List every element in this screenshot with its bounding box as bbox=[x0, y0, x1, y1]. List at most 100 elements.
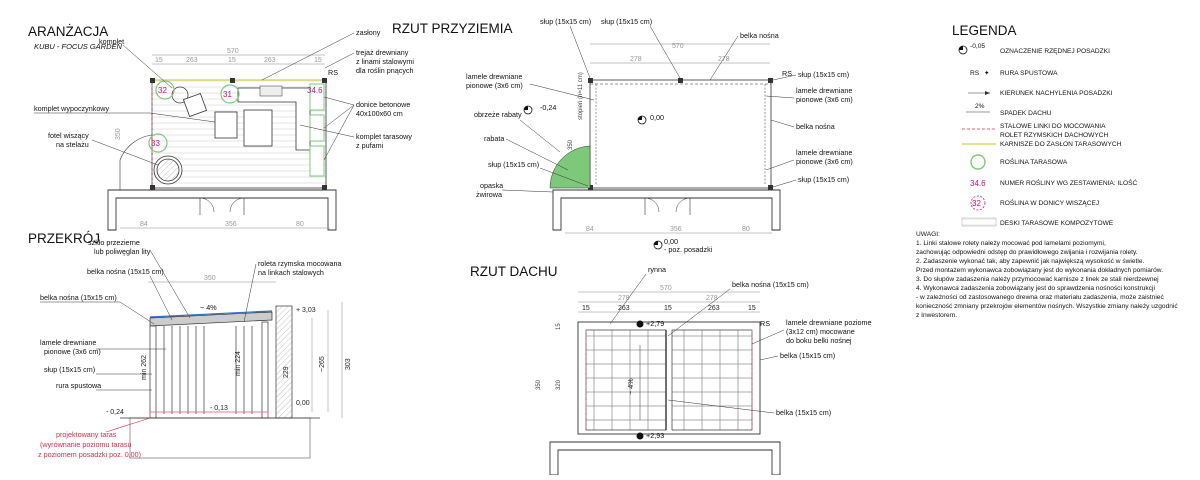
roof-dim-263b: 263 bbox=[708, 305, 720, 312]
roof-dim-278b: 278 bbox=[706, 295, 718, 302]
note-line-1: zachowując odpowiedni odstęp do prawidło… bbox=[916, 249, 1138, 256]
lbl-komplet: komplet bbox=[99, 37, 124, 46]
arr-dim-15a: 15 bbox=[155, 57, 163, 64]
rzut-lam-r3: lamele drewniane bbox=[796, 148, 852, 157]
rzut-slup-e: słup (15x15 cm) bbox=[488, 160, 539, 169]
rzut-lam-r4: pionowe (3x6 cm) bbox=[796, 157, 853, 166]
legend-rs-symbol: RS bbox=[970, 70, 980, 77]
legend-item-9: ROŚLINA W DONICY WISZĄCEJ bbox=[1000, 198, 1099, 207]
sec-szklo-2: lub poliwęglan lity bbox=[94, 247, 151, 256]
roof-belka-c: belka (15x15 cm) bbox=[776, 408, 831, 417]
legend-number: 34.6 bbox=[970, 179, 986, 188]
rzut-slup-a: słup (15x15 cm) bbox=[540, 17, 591, 26]
note-line-6: - w zależności od zastosowanego drewna o… bbox=[916, 294, 1164, 301]
note-line-0: 1. Linki stalowe rolety należy mocować p… bbox=[916, 240, 1106, 247]
rzut-dim-570: 570 bbox=[672, 43, 684, 50]
roof-lam-3: do boku belki nośnej bbox=[786, 336, 852, 345]
legend-item-1: RURA SPUSTOWA bbox=[1000, 70, 1058, 77]
sec-projektowany-1: projektowany taras bbox=[56, 430, 117, 439]
sec-projektowany-3: z poziomem posadzki poz. 0,00) bbox=[38, 450, 141, 459]
note-line-4: 3. Do słupów zadaszenia należy przymocow… bbox=[916, 276, 1159, 283]
rzut-dim-278b: 278 bbox=[718, 56, 730, 63]
rzut-level-minus-024: -0,24 bbox=[540, 103, 556, 112]
roof-title: RZUT DACHU bbox=[470, 264, 558, 279]
legend-item-0: OZNACZENIE RZĘDNEJ POSADZKI bbox=[1000, 48, 1110, 55]
rzut-slup-b: słup (15x15 cm) bbox=[601, 17, 652, 26]
section-view: PRZEKRÓJ 350 ~ 4% 229 ~265 303 min 262 bbox=[28, 231, 352, 459]
sec-lam-1: lamele drewniane bbox=[40, 338, 96, 347]
rzut-opaska-1: opaska bbox=[480, 181, 503, 190]
lbl-trejaz-3: dla roślin pnących bbox=[356, 66, 414, 75]
arr-dim-263b: 263 bbox=[264, 57, 276, 64]
rzut-dim-350: 350 bbox=[568, 139, 574, 150]
rzut-slup-c: słup (15x15 cm) bbox=[798, 70, 849, 79]
sec-dim-350: 350 bbox=[204, 275, 216, 282]
lbl-donice-2: 40x100x60 cm bbox=[356, 109, 403, 118]
rzut-belka-a: belka nośna bbox=[740, 31, 779, 40]
roof-dim-15v: 15 bbox=[556, 323, 562, 330]
roof-dim-263a: 263 bbox=[618, 305, 630, 312]
plant-number-32: 32 bbox=[158, 86, 167, 95]
legend-number-2: 32 bbox=[972, 199, 981, 208]
sec-level-minus-024: - 0,24 bbox=[106, 409, 124, 416]
rzut-obrzeze: obrzeże rabaty bbox=[474, 110, 522, 119]
arr-dim-15c: 15 bbox=[314, 57, 322, 64]
sec-rura: rura spustowa bbox=[56, 381, 101, 390]
section-title: PRZEKRÓJ bbox=[28, 231, 100, 246]
plant-number-33: 33 bbox=[151, 139, 160, 148]
lbl-komplet-tarasowy-2: z pufami bbox=[356, 141, 384, 150]
rzut-lam-l1: lamele drewniane bbox=[466, 72, 522, 81]
notes: UWAGI: 1. Linki stalowe rolety należy mo… bbox=[916, 231, 1178, 319]
lbl-fotel-2: na stelażu bbox=[56, 140, 89, 149]
roof-dim-350: 350 bbox=[536, 379, 542, 390]
rzut-belka-b: belka nośna bbox=[796, 122, 835, 131]
notes-title: UWAGI: bbox=[916, 231, 940, 238]
legend-item-6: KARNISZE DO ZASŁON TARASOWYCH bbox=[1000, 141, 1122, 148]
sec-dim-229: 229 bbox=[283, 366, 290, 378]
arr-dim-263a: 263 bbox=[186, 57, 198, 64]
rzut-dim-80: 80 bbox=[742, 226, 750, 233]
legend-item-7: ROŚLINA TARASOWA bbox=[1000, 157, 1068, 166]
legend-item-10: DESKI TARASOWE KOMPOZYTOWE bbox=[1000, 220, 1114, 227]
note-line-8: z Inwestorem. bbox=[916, 312, 957, 319]
arr-dim-356: 356 bbox=[225, 221, 237, 228]
lbl-komplet-tarasowy-1: komplet tarasowy bbox=[356, 132, 412, 141]
sec-level-000: 0,00 bbox=[296, 400, 310, 407]
lbl-fotel-1: fotel wiszący bbox=[48, 131, 89, 140]
sec-roleta-2: na linkach stalowych bbox=[258, 268, 324, 277]
sec-roleta-1: roleta rzymska mocowana bbox=[258, 259, 342, 268]
lbl-komplet-wypoczynkowy: komplet wypoczynkowy bbox=[34, 104, 110, 113]
arrangement-subtitle: KUBU - FOCUS GARDEN bbox=[34, 42, 123, 51]
sec-szklo-1: szkło przezierne bbox=[88, 238, 140, 247]
roof-dim-570: 570 bbox=[660, 285, 672, 292]
legend-item-4: STALOWE LINKI DO MOCOWANIA bbox=[1000, 123, 1106, 130]
roof-rs: RS bbox=[760, 319, 770, 328]
legend-item-2: KIERUNEK NACHYLENIA POSADZKI bbox=[1000, 90, 1113, 97]
arr-dim-80: 80 bbox=[296, 221, 304, 228]
sec-dim-min262: min 262 bbox=[141, 355, 148, 380]
roof-rynna: rynna bbox=[648, 265, 666, 274]
ground-plan-title: RZUT PRZYZIEMIA bbox=[392, 21, 513, 36]
note-line-5: 4. Wykonawca zadaszenia zobowiązany jest… bbox=[916, 285, 1155, 292]
sec-slope: ~ 4% bbox=[200, 303, 217, 312]
lbl-rs: RS bbox=[328, 68, 338, 77]
roof-dim-320: 320 bbox=[556, 379, 562, 390]
arrangement-title: ARANŻACJA bbox=[28, 24, 108, 39]
roof-dim-15b: 15 bbox=[664, 305, 672, 312]
lbl-trejaz-2: z linami stalowymi bbox=[356, 57, 414, 66]
rzut-lam-l2: pionowe (3x6 cm) bbox=[466, 81, 523, 90]
roof-dim-15c: 15 bbox=[748, 305, 756, 312]
sec-slup: słup (15x15 cm) bbox=[44, 365, 95, 374]
hanging-pot-icon bbox=[970, 195, 986, 211]
legend-pct: 2% bbox=[975, 103, 985, 110]
arr-dim-350: 350 bbox=[115, 128, 122, 140]
roof-level-293: +2,93 bbox=[646, 431, 664, 440]
lbl-donice-1: donice betonowe bbox=[356, 100, 410, 109]
rzut-lam-r1: lamele drewniane bbox=[796, 86, 852, 95]
plus-icon: ✦ bbox=[984, 69, 990, 77]
note-line-3: Przed montażem wykonawca zobowiązany jes… bbox=[916, 267, 1163, 274]
rzut-opaska-2: żwirowa bbox=[476, 190, 502, 199]
rzut-dim-356: 356 bbox=[670, 226, 682, 233]
roof-level-279: +2,79 bbox=[646, 319, 664, 328]
sec-dim-min224: min 224 bbox=[235, 351, 242, 376]
